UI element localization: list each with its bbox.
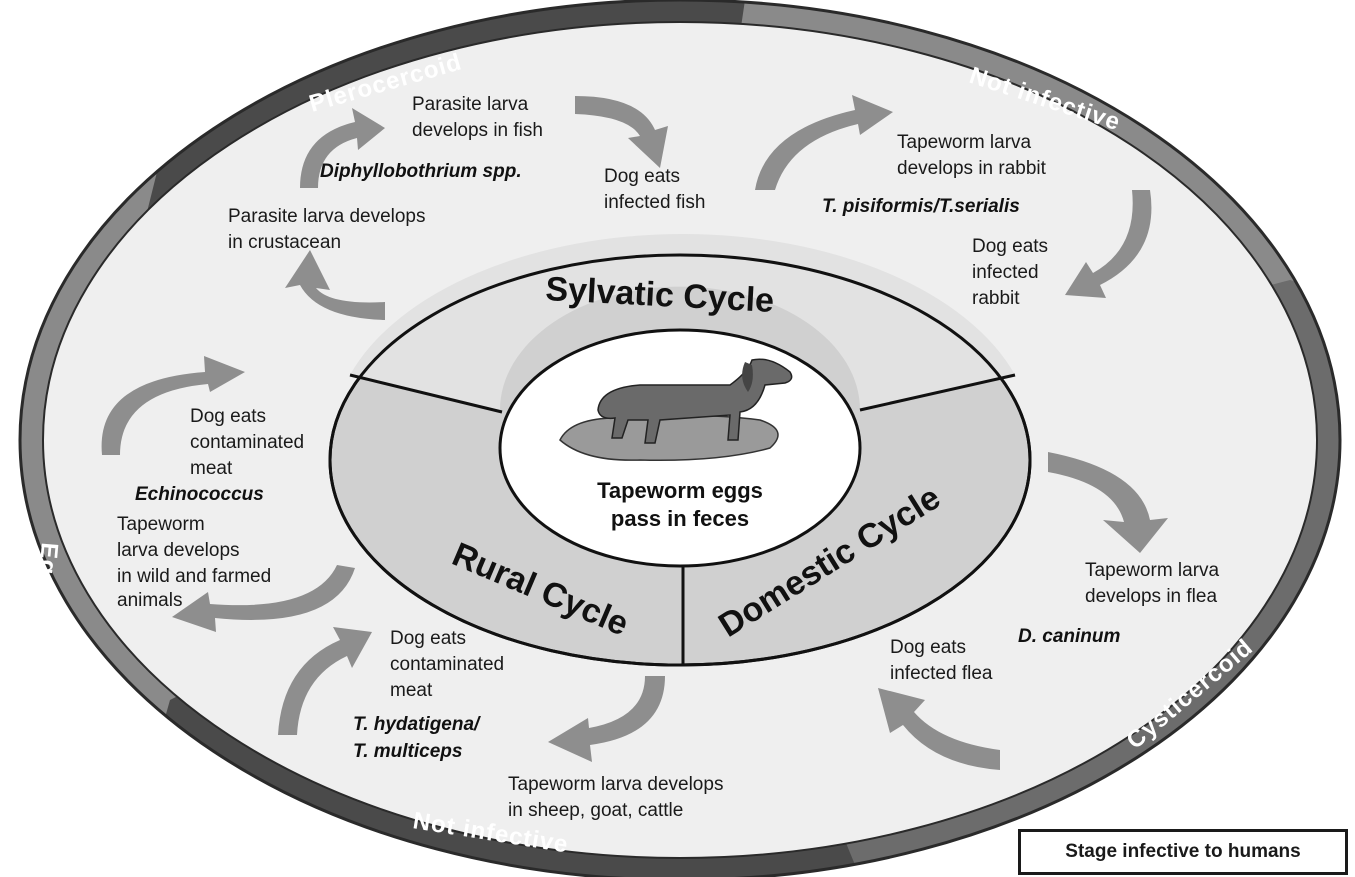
fish-species: Diphyllobothrium spp. <box>320 161 522 182</box>
echino-step2-line2: contaminated <box>190 432 304 453</box>
echino-step2-line1: Dog eats <box>190 406 266 427</box>
echino-step1-line3: in wild and farmed <box>117 566 271 587</box>
fish-step2-line2: develops in fish <box>412 120 543 141</box>
fish-step1-line1: Parasite larva develops <box>228 206 426 227</box>
arrow-icon <box>278 627 372 735</box>
arrow-icon <box>285 250 385 320</box>
rabbit-step2-line2: infected <box>972 262 1039 283</box>
arrow-icon <box>300 108 385 188</box>
legend-label: Stage infective to humans <box>1065 841 1301 862</box>
arrow-icon <box>878 688 1000 770</box>
arrow-icon <box>1065 190 1152 298</box>
flea-step1-line1: Tapeworm larva <box>1085 560 1220 581</box>
taenia-step2-line1: Dog eats <box>390 628 466 649</box>
fish-step2-line1: Parasite larva <box>412 94 529 115</box>
taenia-step2-line2: contaminated <box>390 654 504 675</box>
arrow-icon <box>575 96 668 168</box>
cycle-arrows <box>101 95 1168 770</box>
echino-step1-line1: Tapeworm <box>117 514 205 535</box>
arrow-icon <box>172 565 355 632</box>
flea-species: D. caninum <box>1018 626 1121 647</box>
echino-species: Echinococcus <box>135 484 264 505</box>
rabbit-species: T. pisiformis/T.serialis <box>822 196 1020 217</box>
fish-step1-line2: in crustacean <box>228 232 341 253</box>
arrow-icon <box>101 356 245 455</box>
echino-step1-line4: animals <box>117 590 182 611</box>
center-text-line2: pass in feces <box>611 506 749 531</box>
taenia-species-line2: T. multiceps <box>353 741 462 762</box>
rabbit-step2-line3: rabbit <box>972 288 1020 309</box>
echino-step2-line3: meat <box>190 458 233 479</box>
dog-illustration <box>559 358 793 461</box>
arrow-icon <box>755 95 893 190</box>
echino-step1-line2: larva develops <box>117 540 240 561</box>
taenia-species-line1: T. hydatigena/ <box>353 714 481 735</box>
flea-step2-line2: infected flea <box>890 663 993 684</box>
taenia-step2-line3: meat <box>390 680 433 701</box>
fish-step3-line1: Dog eats <box>604 166 680 187</box>
legend-box: Stage infective to humans <box>1018 829 1348 875</box>
rabbit-step1-line2: develops in rabbit <box>897 158 1047 179</box>
taenia-step1-line1: Tapeworm larva develops <box>508 774 723 795</box>
fish-step3-line2: infected fish <box>604 192 705 213</box>
rabbit-step1-line1: Tapeworm larva <box>897 132 1032 153</box>
taenia-step1-line2: in sheep, goat, cattle <box>508 800 683 821</box>
flea-step2-line1: Dog eats <box>890 637 966 658</box>
arrow-icon <box>548 676 665 762</box>
arrow-icon <box>1048 452 1168 553</box>
ring-label-egg: Egg <box>32 541 63 591</box>
flea-step1-line2: develops in flea <box>1085 586 1217 607</box>
center-text-line1: Tapeworm eggs <box>597 478 763 503</box>
rabbit-step2-line1: Dog eats <box>972 236 1048 257</box>
